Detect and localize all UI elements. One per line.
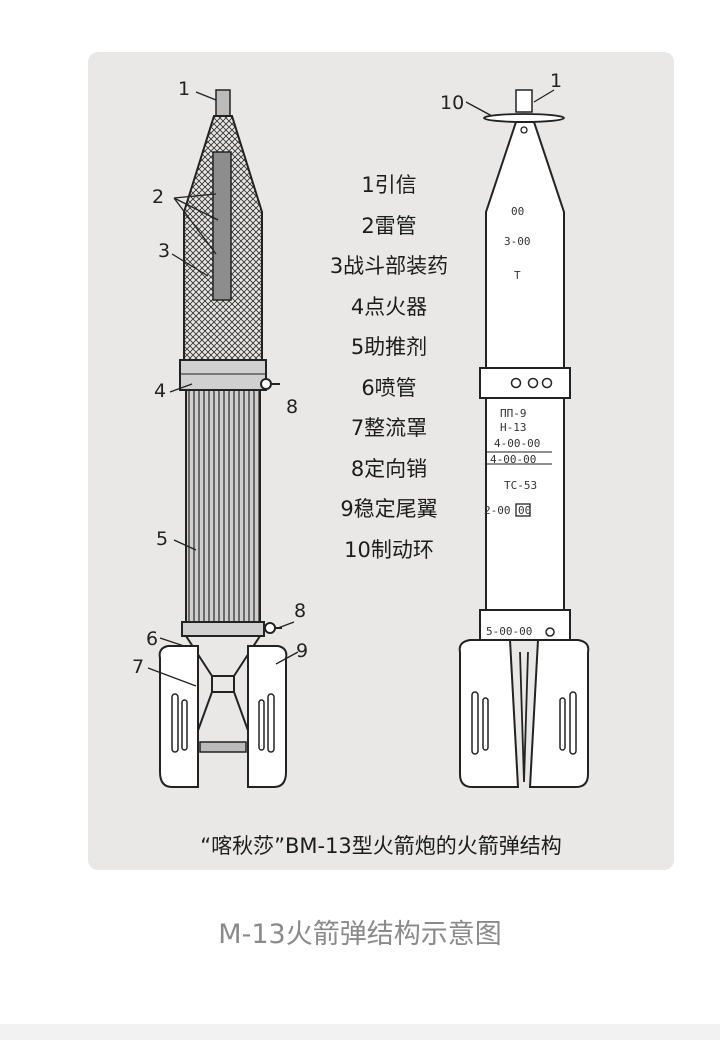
body-marking: 00 — [518, 504, 532, 517]
fuze — [215, 89, 231, 117]
leader-lines-left — [147, 91, 299, 687]
body-marking: 4-00-00 — [494, 437, 541, 450]
nose-marking: T — [514, 269, 521, 282]
figure-caption: “喀秋莎”BM-13型火箭炮的火箭弹结构 — [200, 834, 562, 858]
leader-lines-right — [465, 89, 555, 117]
legend-item-igniter: 4点火器 — [350, 294, 428, 319]
body-marking: H-13 — [500, 421, 527, 434]
callout-fuze: 1 — [178, 78, 191, 100]
fin-left — [158, 645, 199, 788]
igniter-band — [479, 367, 571, 399]
legend-item-warhead-charge: 3战斗部装药 — [329, 254, 449, 278]
legend-item-fuze: 1引信 — [361, 173, 417, 197]
callout-fuze-exterior: 1 — [550, 70, 563, 92]
body-marking: TC-53 — [504, 479, 538, 492]
tail-marking: 5-00-00 — [486, 625, 533, 638]
nose-marking: 3-00 — [504, 235, 531, 248]
callout-fairing: 7 — [132, 656, 145, 678]
rocket-exterior — [458, 89, 590, 788]
fin-exterior-right — [528, 639, 590, 788]
guide-pin-lower — [264, 622, 276, 634]
igniter-ring — [179, 359, 267, 391]
nozzle-ring — [181, 621, 265, 637]
parts-legend: 1引信 2雷管 3战斗部装药 4点火器 5助推剂 6喷管 7整流罩 8定向销 9… — [304, 165, 474, 570]
callout-propellant: 5 — [156, 528, 169, 550]
detonator — [212, 151, 232, 301]
fuze-exterior — [515, 89, 533, 113]
body-marking: 4-00-00 — [490, 453, 537, 466]
fin-exterior-left — [458, 639, 520, 788]
rocket-cross-section — [158, 89, 288, 788]
motor-body — [185, 389, 261, 623]
callout-igniter: 4 — [154, 380, 167, 402]
callout-detonator: 2 — [152, 186, 165, 208]
body-marking: ПП-9 — [500, 407, 527, 420]
page-caption: M-13火箭弹结构示意图 — [218, 919, 502, 950]
fin-right — [247, 645, 288, 788]
diagram-figure: 1 2 3 4 8 5 8 6 7 9 10 1 00 3-00 T ПП-9 … — [88, 52, 674, 870]
legend-item-brake-ring: 10制动环 — [344, 537, 434, 562]
callout-warhead-charge: 3 — [158, 240, 171, 262]
legend-item-stabilizer-fin: 9稳定尾翼 — [340, 497, 438, 521]
legend-item-fairing: 7整流罩 — [350, 416, 428, 440]
legend-item-detonator: 2雷管 — [361, 213, 417, 238]
callout-nozzle: 6 — [146, 628, 159, 650]
body-marking: 2-00 — [484, 504, 511, 517]
nose-marking: 00 — [511, 205, 525, 218]
callout-guide-pin-lower: 8 — [294, 600, 307, 622]
legend-item-nozzle: 6喷管 — [361, 375, 417, 400]
legend-item-guide-pin: 8定向销 — [350, 456, 428, 481]
center-fin — [519, 651, 529, 783]
bottom-band — [0, 1024, 720, 1040]
tail-band — [479, 609, 571, 641]
legend-item-propellant: 5助推剂 — [350, 335, 428, 359]
rocket-diagram — [147, 89, 590, 788]
guide-pin-upper — [260, 378, 272, 390]
brake-ring — [483, 113, 565, 123]
callout-brake-ring: 10 — [440, 92, 465, 114]
callout-stabilizer-fin: 9 — [296, 640, 309, 662]
callout-guide-pin-upper: 8 — [286, 396, 299, 418]
